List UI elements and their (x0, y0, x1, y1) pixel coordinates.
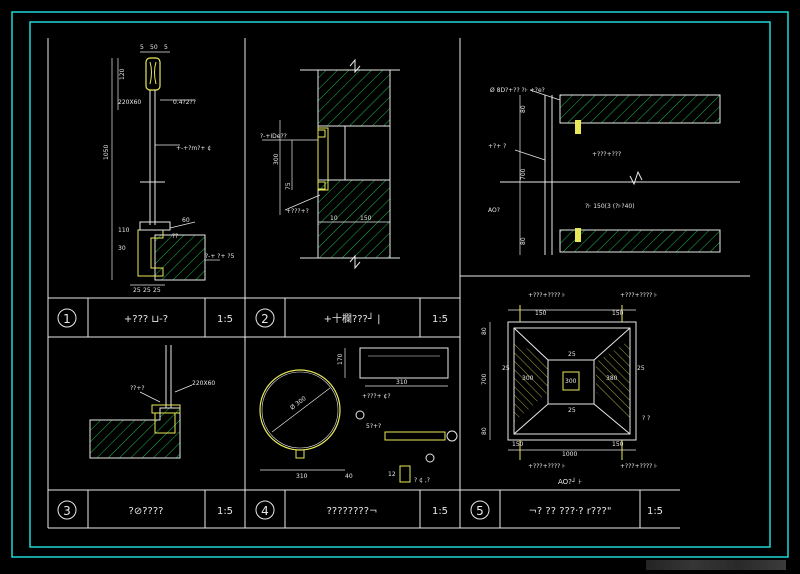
panel-title-1: +??? ⊔-? (124, 314, 168, 325)
title-block-3: 3 ?⊘???? 1:5 (57, 500, 233, 520)
d6-dim-b: 700 (520, 168, 527, 180)
d6-dim-c: 80 (520, 237, 527, 245)
d6-label-dim: ?⊦ 150(3 (?⊦?40) (585, 203, 635, 210)
d2-dim-300: 300 (273, 153, 280, 165)
panel-title-5: ¬? ?? ???·? r???" (529, 506, 612, 517)
d5-dim-mid-b: 300 (522, 375, 534, 382)
detail-4-clamp: Ø 300 170 310 310 40 +???+ ¢? 5?+? 12 ? … (259, 347, 458, 484)
inner-border (29, 21, 771, 548)
title-block-2: 2 +十欄???┘ | 1:5 (255, 308, 448, 328)
panel-number-5: 5 (476, 504, 484, 518)
d5-label-tr: +???+???? ⊦ (620, 292, 657, 299)
d5-label-tl: +???+???? ⊦ (528, 292, 565, 299)
panel-title-4: ????????¬ (327, 506, 378, 517)
d5-dim-top-b: 150 (612, 310, 624, 317)
panel-title-3: ?⊘???? (129, 506, 164, 517)
d1-dim-120: 120 (119, 68, 126, 80)
d2-dim-10: 10 (330, 215, 338, 222)
panel-scale-1: 1:5 (217, 314, 233, 325)
panel-number-4: 4 (261, 504, 269, 518)
d1-dim-top-a: 5 (140, 44, 144, 51)
detail-6-elevation: Ø 8D?+?? ?⊦ +?e? +?+ ? +???+??? ?⊦ 150(3… (488, 87, 740, 255)
d3-label-b: 220X60 (192, 380, 215, 387)
d4-label-d: ? ¢ ,? (414, 477, 430, 484)
panel-number-3: 3 (63, 504, 71, 518)
d5-dim-inner-c: 25 (568, 407, 576, 414)
d6-label-top: Ø 8D?+?? ?⊦ +?e? (490, 87, 545, 94)
d4-dim-170: 170 (337, 353, 344, 365)
panel-scale-3: 1:5 (217, 506, 233, 517)
d5-label-bottom: AO?┘ ⊦ (558, 477, 582, 486)
d4-label-b: 5?+? (366, 423, 381, 430)
detail-3-anchorage: ??+? 220X60 (89, 345, 215, 459)
d5-label-bl: +???+???? ⊦ (528, 463, 565, 470)
detail-1-railing: 5 50 5 120 1050 0.4?2?? 220X60 +-+?m?+ ¢… (103, 44, 235, 294)
d5-dim-side-a: 80 (481, 327, 488, 335)
panel-number-2: 2 (261, 312, 269, 326)
d1-side-dim-b: 30 (118, 245, 126, 252)
title-block-4: 4 ????????¬ 1:5 (255, 500, 448, 520)
d5-dim-top-a: 150 (535, 310, 547, 317)
d2-dim-150: 150 (360, 215, 372, 222)
d2-label-bottom: +???+? (286, 208, 309, 215)
d4-circle-label: Ø 300 (289, 395, 308, 412)
d4-dim-310b: 310 (296, 473, 308, 480)
d4-dim-310: 310 (396, 379, 408, 386)
d1-label-base: ?? (172, 233, 178, 240)
d1-side-dim-c: 60 (182, 217, 190, 224)
detail-5-base-plan: +???+???? ⊦ +???+???? ⊦ 150 150 25 300 3… (481, 292, 657, 486)
d6-label-ao: AO? (488, 207, 500, 214)
d1-label-foot: ?-+ ?+ ?5 (205, 253, 235, 260)
panel-scale-4: 1:5 (432, 506, 448, 517)
d5-dim-mid-d: 25 (637, 365, 645, 372)
d6-label-left: +?+ ? (488, 143, 506, 150)
d5-label-r: ? ? (642, 415, 650, 422)
outer-border (11, 11, 789, 558)
watermark (646, 560, 786, 570)
panel-number-1: 1 (63, 312, 71, 326)
d5-dim-mid-a: 25 (502, 365, 510, 372)
d1-label-mid: +-+?m?+ ¢ (176, 145, 211, 152)
d2-dim-75: 75 (285, 182, 292, 190)
d1-base-dim-a: 25 (133, 287, 141, 294)
detail-2-wall-section: ?-+IDe?? +???+? 300 75 10 150 (260, 58, 400, 270)
d4-dim-40: 40 (345, 473, 353, 480)
d1-base-dim-b: 25 (143, 287, 151, 294)
d5-dim-side-b: 700 (481, 373, 488, 385)
panel-title-2: +十欄???┘ | (324, 312, 381, 325)
panel-scale-2: 1:5 (432, 314, 448, 325)
d5-dim-inner-b: 25 (568, 351, 576, 358)
d1-dim-1050: 1050 (103, 145, 110, 160)
title-block-1: 1 +??? ⊔-? 1:5 (57, 308, 233, 328)
d5-dim-mid-c: 380 (606, 375, 618, 382)
d1-label-right: 0.4?2?? (173, 99, 196, 106)
d5-dim-bot-c: 150 (612, 441, 624, 448)
d5-dim-bot-a: 150 (512, 441, 524, 448)
d4-label-c: 12 (388, 471, 396, 478)
d1-dim-top-c: 5 (164, 44, 168, 51)
d6-dim-a: 80 (520, 105, 527, 113)
d2-label-top: ?-+IDe?? (260, 133, 287, 140)
d5-label-br: +???+???? ⊦ (620, 463, 657, 470)
d1-side-dim-a: 110 (118, 227, 130, 234)
d4-label-a: +???+ ¢? (362, 393, 391, 400)
d5-dim-inner-a: 300 (565, 378, 577, 385)
panel-scale-5: 1:5 (647, 506, 663, 517)
d1-dim-top-b: 50 (150, 44, 158, 51)
panel-frame (47, 38, 750, 529)
title-block-5: 5 ¬? ?? ???·? r???" 1:5 (470, 500, 663, 520)
d5-dim-side-c: 80 (481, 427, 488, 435)
d1-label-left: 220X60 (118, 99, 141, 106)
d1-base-dim-c: 25 (153, 287, 161, 294)
d5-dim-bot-b: 1000 (562, 451, 577, 458)
d3-label-a: ??+? (130, 385, 145, 392)
d6-label-mid: +???+??? (592, 151, 621, 158)
